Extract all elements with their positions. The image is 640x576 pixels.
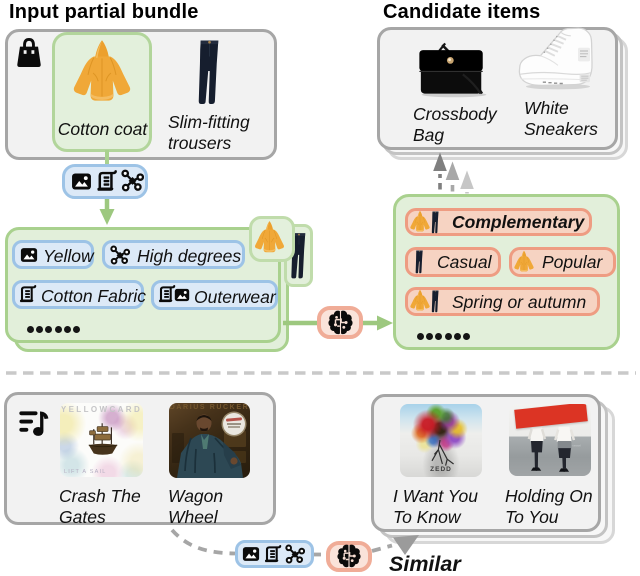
svg-text:vessel: vessel bbox=[572, 444, 581, 448]
